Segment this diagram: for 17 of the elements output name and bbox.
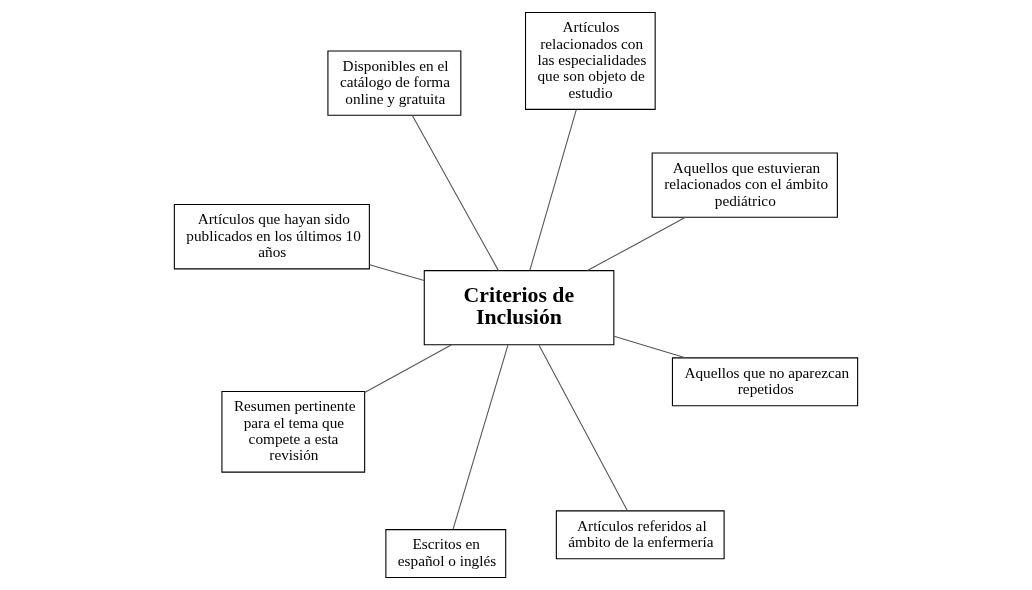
connector (411, 115, 499, 272)
connector (586, 216, 686, 272)
connector (529, 109, 577, 271)
node-box: Artículos relacionados con las especialidades que son objeto de estudio (524, 11, 656, 110)
connector (364, 344, 453, 394)
node-box: Resumen pertinente para el tema que compete a esta revisión (221, 390, 366, 473)
connector (452, 344, 509, 530)
node-box: Artículos que hayan sido publicados en los últimos 10 años (173, 204, 370, 270)
node-box: Escritos en español o inglés (385, 529, 507, 579)
node-box: Aquellos que no aparezcan repetidos (671, 357, 859, 407)
connector (538, 344, 628, 512)
node-box: Aquellos que estuvieran relacionados con el ámbito pediátrico (651, 152, 838, 218)
node-box: Disponibles en el catálogo de forma online y gratuita (327, 50, 462, 116)
node-box: Criterios de Inclusión (423, 270, 615, 346)
connector (613, 335, 686, 359)
connector (369, 264, 425, 281)
node-box: Artículos referidos al ámbito de la enfermería (555, 510, 725, 560)
